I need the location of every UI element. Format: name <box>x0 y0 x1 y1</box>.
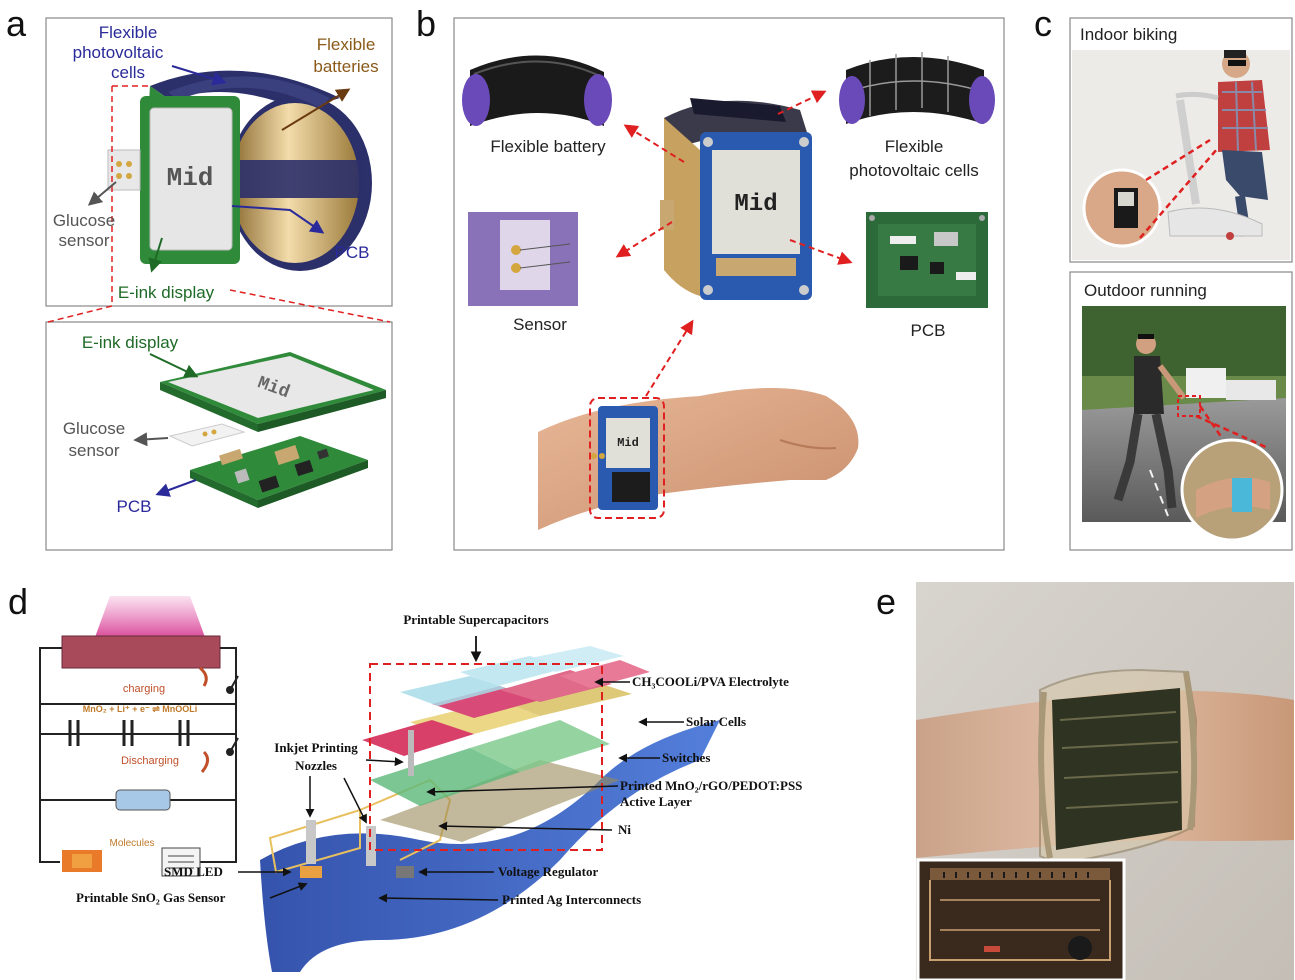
arrow-eink-a <box>148 237 163 273</box>
label-eink-exploded: E-ink display <box>82 333 179 352</box>
panel-c: c Indoor biking Outdoor running <box>1034 3 1293 551</box>
label-charging: charging <box>123 683 165 695</box>
supercapacitor-dashed-box <box>369 663 603 851</box>
arrow-glucose-exploded <box>133 432 169 447</box>
wristband-circuit-inset <box>916 858 1126 980</box>
label-switches: Switches <box>662 750 710 765</box>
label-active-layer-1: Printed MnO₂/rGO/PEDOT:PSS <box>620 778 802 793</box>
panel-a-letter: a <box>6 3 27 44</box>
panel-a: a Mid Flexibl <box>6 3 393 551</box>
mid-display-text: Mid <box>167 163 214 193</box>
label-glucose-1: Glucose <box>53 211 115 230</box>
label-smd-led: SMD LED <box>164 864 223 879</box>
label-solar-cells: Solar Cells <box>686 714 746 729</box>
label-flexible-batteries-1: Flexible <box>317 35 376 54</box>
label-voltage-regulator: Voltage Regulator <box>498 864 598 879</box>
label-eink-a: E-ink display <box>118 283 215 302</box>
label-flexible-batteries-2: batteries <box>313 57 378 76</box>
wrist-watch-photo: Mid <box>538 388 859 530</box>
label-discharging: Discharging <box>121 755 179 767</box>
panel-e: e <box>876 581 1294 980</box>
label-glucose-exploded-2: sensor <box>68 441 119 460</box>
label-sensor: Sensor <box>513 315 567 334</box>
running-zoom-watch <box>1232 478 1252 512</box>
central-watch-photo: Mid <box>660 98 812 300</box>
exploded-view: Mid <box>160 352 386 508</box>
flexible-battery-photo <box>462 55 612 126</box>
panel-b-letter: b <box>416 3 436 44</box>
circuit-schematic <box>39 596 239 877</box>
label-pcb-a: PCB <box>335 243 370 262</box>
label-flexible-photovoltaic-2: photovoltaic <box>73 43 164 62</box>
arrow-photovoltaic <box>171 65 227 86</box>
label-photovoltaic-b-2: photovoltaic cells <box>849 161 978 180</box>
label-glucose-2: sensor <box>58 231 109 250</box>
label-glucose-exploded-1: Glucose <box>63 419 125 438</box>
label-inkjet-1: Inkjet Printing <box>274 740 358 755</box>
label-ni: Ni <box>618 822 631 837</box>
label-molecules: Molecules <box>109 838 154 849</box>
biking-zoom-screen <box>1118 192 1134 206</box>
label-flexible-battery: Flexible battery <box>490 137 606 156</box>
wearable-band-illustration: Mid <box>107 70 372 271</box>
label-flexible-photovoltaic-1: Flexible <box>99 23 158 42</box>
label-outdoor-running: Outdoor running <box>1084 281 1207 300</box>
label-reaction: MnO₂ + Li⁺ + e⁻ ⇌ MnOOLi <box>83 704 198 714</box>
flexible-photovoltaic-photo <box>839 52 995 124</box>
supercapacitor-stack <box>260 646 720 972</box>
label-inkjet-2: Nozzles <box>295 758 337 773</box>
arrow-pcb-exploded <box>155 479 197 497</box>
label-pcb-exploded: PCB <box>117 497 152 516</box>
wrist-mid-text: Mid <box>617 436 639 450</box>
label-electrolyte: CH₃COOLi/PVA Electrolyte <box>632 674 789 689</box>
label-active-layer-2: Active Layer <box>620 794 692 809</box>
indoor-biking-photo <box>1072 50 1290 260</box>
sensor-photo <box>468 212 578 306</box>
label-pcb-b: PCB <box>911 321 946 340</box>
wrist-dashed-highlight <box>589 397 665 519</box>
arrow-batteries <box>281 88 351 131</box>
label-photovoltaic-b-1: Flexible <box>885 137 944 156</box>
watch-mid-text: Mid <box>734 191 777 218</box>
arrow-pcb-a <box>231 205 325 234</box>
pcb-photo <box>866 212 988 308</box>
panel-d-letter: d <box>8 581 28 622</box>
panel-d: d charging MnO₂ + Li⁺ <box>8 581 802 972</box>
panel-b: b Flexible battery Flexible photovoltaic… <box>416 3 1005 551</box>
label-gas-sensor: Printable SnO₂ Gas Sensor <box>76 890 226 905</box>
label-ag-interconnects: Printed Ag Interconnects <box>502 892 641 907</box>
label-flexible-photovoltaic-3: cells <box>111 63 145 82</box>
panel-e-letter: e <box>876 581 896 622</box>
label-indoor-biking: Indoor biking <box>1080 25 1177 44</box>
arrow-glucose <box>87 181 117 206</box>
panel-c-letter: c <box>1034 3 1052 44</box>
label-printable-supercapacitors: Printable Supercapacitors <box>403 612 548 627</box>
arrow-eink-exploded <box>149 353 199 378</box>
